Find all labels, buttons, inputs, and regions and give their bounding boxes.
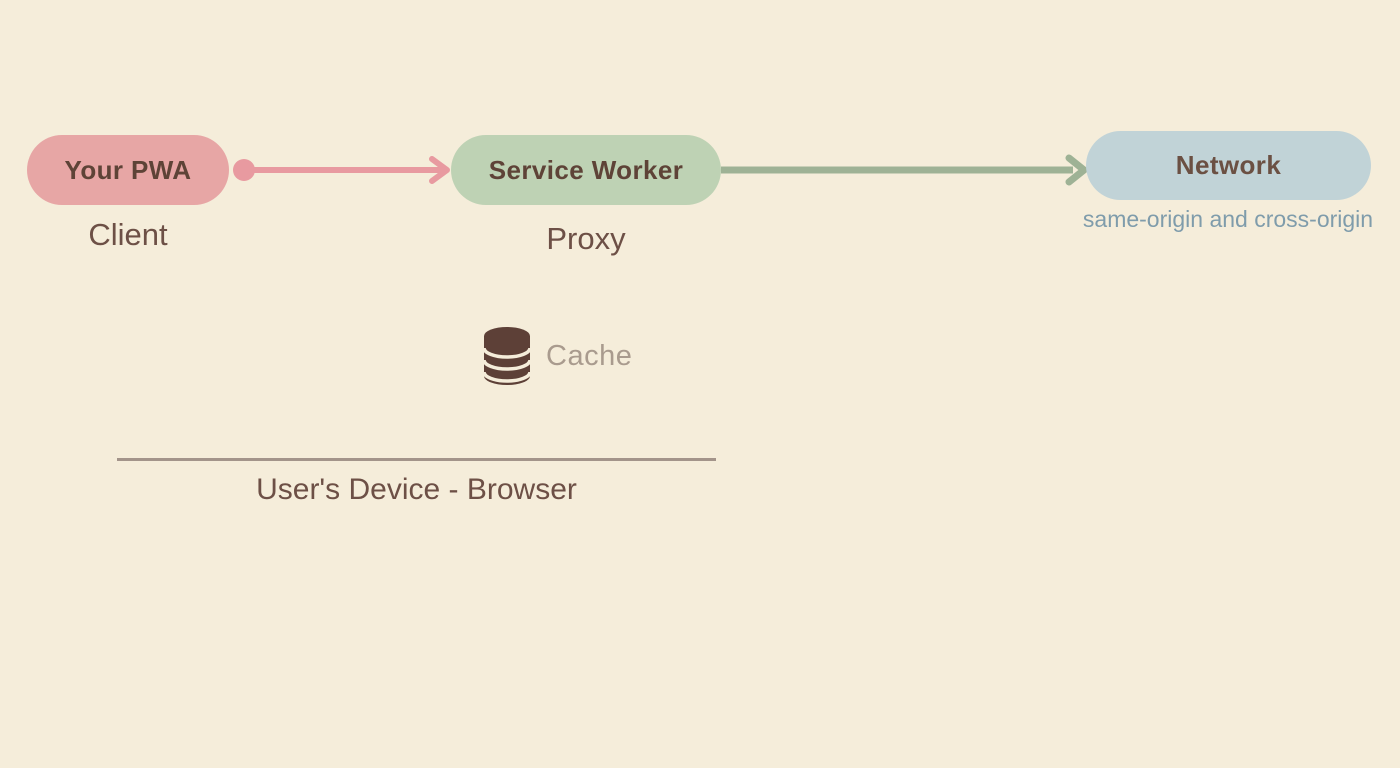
cache-label: Cache xyxy=(546,339,633,372)
node-service-worker: Service Worker xyxy=(451,135,721,205)
arrow-pwa-to-service-worker xyxy=(233,156,450,184)
database-gap xyxy=(484,371,530,383)
label-client: Client xyxy=(88,217,168,252)
node-network: Network xyxy=(1086,131,1371,200)
arrow-head xyxy=(429,156,450,184)
arrow-head xyxy=(1065,154,1088,186)
device-boundary-line xyxy=(117,458,716,461)
node-service-worker-label: Service Worker xyxy=(488,154,684,185)
node-your-pwa: Your PWA xyxy=(27,135,229,205)
node-network-label: Network xyxy=(1175,150,1282,180)
node-your-pwa-label: Your PWA xyxy=(64,154,192,185)
database-icon xyxy=(484,327,530,385)
device-boundary-label: User's Device - Browser xyxy=(256,473,577,506)
arrow-service-worker-to-network xyxy=(721,154,1088,186)
label-proxy: Proxy xyxy=(546,221,626,256)
database-gap xyxy=(484,347,530,359)
label-network-origins: same-origin and cross-origin xyxy=(1082,206,1374,232)
cache-group: Cache xyxy=(484,327,632,385)
database-gap xyxy=(484,359,530,371)
